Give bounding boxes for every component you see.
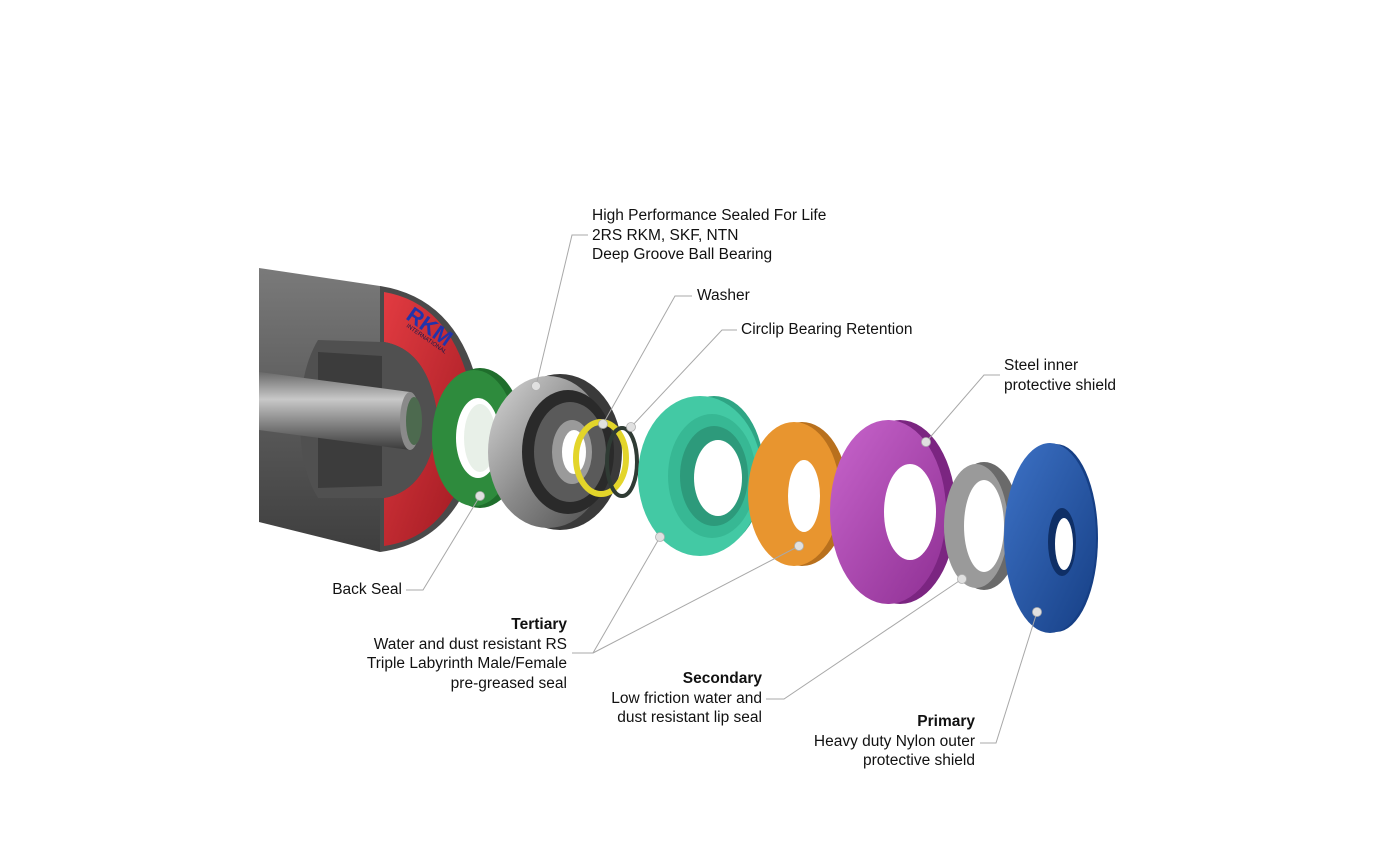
circlip-line-1: Circlip Bearing Retention (741, 321, 913, 338)
shaft (259, 372, 410, 450)
labyrinth-seal (638, 396, 764, 556)
secondary-callout: Secondary Low friction water and dust re… (611, 669, 762, 728)
washer-callout: Washer (697, 286, 750, 306)
back-seal-callout: Back Seal (332, 580, 402, 600)
tertiary-heading: Tertiary (511, 616, 567, 633)
lip-seal (748, 422, 848, 566)
steel-shield-callout: Steel inner protective shield (1004, 356, 1116, 395)
tertiary-callout: Tertiary Water and dust resistant RS Tri… (367, 615, 567, 693)
bearing-line-2: 2RS RKM, SKF, NTN (592, 226, 739, 244)
callout-dots (475, 381, 1042, 617)
primary-heading: Primary (917, 713, 975, 730)
primary-line-1: Heavy duty Nylon outer (813, 732, 975, 750)
circlip-callout: Circlip Bearing Retention (741, 320, 912, 340)
leader-lines (406, 234, 1038, 744)
tertiary-line-3: pre-greased seal (450, 674, 567, 692)
primary-callout: Primary Heavy duty Nylon outer protectiv… (814, 712, 975, 771)
steel-shield-line-1: Steel inner (1004, 357, 1079, 374)
bearing-callout: High Performance Sealed For Life 2RS RKM… (592, 206, 826, 265)
washer-line-1: Washer (697, 287, 750, 304)
steel-shield-line-2: protective shield (1004, 376, 1117, 394)
steel-inner-shield (830, 420, 956, 604)
tertiary-line-2: Triple Labyrinth Male/Female (366, 655, 567, 672)
primary-line-2: protective shield (862, 752, 975, 769)
secondary-line-2: dust resistant lip seal (617, 709, 762, 726)
secondary-heading: Secondary (682, 670, 762, 687)
back-seal-line-1: Back Seal (332, 581, 402, 598)
secondary-line-1: Low friction water and (611, 689, 762, 707)
bearing-line-3: Deep Groove Ball Bearing (592, 246, 773, 263)
nylon-outer-shield (1004, 443, 1098, 633)
circlip (605, 426, 639, 498)
bearing-line-1: High Performance Sealed For Life (592, 207, 827, 224)
tertiary-line-1: Water and dust resistant RS (373, 635, 567, 653)
ball-bearing (488, 374, 622, 530)
inner-ring (944, 462, 1020, 590)
